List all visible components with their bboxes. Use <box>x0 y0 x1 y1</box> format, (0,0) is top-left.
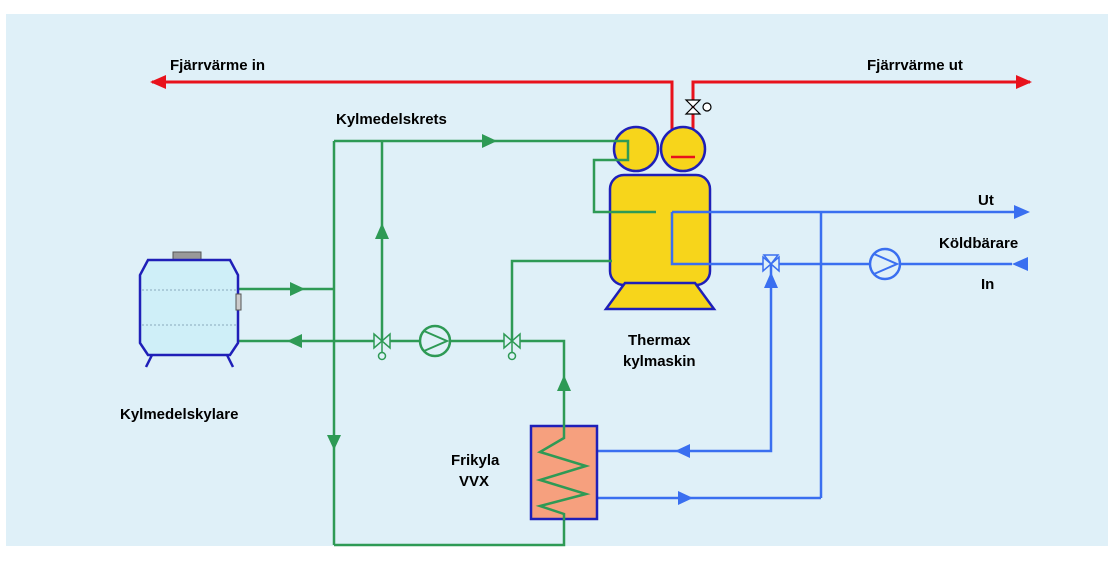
label-brine: Köldbärare <box>939 235 1018 252</box>
brine-arrow-out <box>1014 205 1030 219</box>
chiller-body <box>608 173 712 287</box>
label-chiller-line2: kylmaskin <box>623 353 696 370</box>
three-way-valve-icon <box>373 332 391 361</box>
heat-out-arrow <box>1016 75 1032 89</box>
heat-return-line <box>691 80 1030 135</box>
chiller-vessel-right <box>659 125 707 173</box>
label-district-heat-in: Fjärrvärme in <box>170 57 265 74</box>
coolant-cooler <box>138 251 242 368</box>
district-heat-lines <box>152 80 1030 135</box>
coolant-arrow-down <box>327 435 341 450</box>
coolant-pump-icon <box>418 324 452 358</box>
coolant-arrow-top <box>482 134 497 148</box>
heat-supply-line <box>152 80 674 133</box>
thermax-chiller <box>603 125 717 311</box>
brine-pump-icon <box>868 247 902 281</box>
label-chiller-line1: Thermax <box>628 332 691 349</box>
label-in: In <box>981 276 994 293</box>
label-cooler: Kylmedelskylare <box>120 406 238 423</box>
brine-arrow-in <box>1012 257 1028 271</box>
brine-arrow-hx-out <box>678 491 693 505</box>
label-district-heat-out: Fjärrvärme ut <box>867 57 963 74</box>
three-way-valve-icon <box>503 332 521 361</box>
label-coolant-circuit: Kylmedelskrets <box>336 111 447 128</box>
coolant-lines <box>237 139 656 547</box>
label-freecool-line1: Frikyla <box>451 452 500 469</box>
label-freecool-line2: VVX <box>459 473 489 490</box>
brine-three-way-valve-icon <box>762 254 780 273</box>
label-out: Ut <box>978 192 994 209</box>
coolant-arrow-out <box>287 334 302 348</box>
coolant-arrow-hx-up <box>557 375 571 391</box>
brine-arrow-hx-in <box>675 444 690 458</box>
brine-arrow-up <box>764 272 778 288</box>
brine-lines <box>597 210 1015 500</box>
heat-in-arrow <box>150 75 166 89</box>
chiller-base <box>603 281 717 311</box>
free-cooling-heat-exchanger <box>529 424 599 521</box>
coolant-arrow-in <box>290 282 305 296</box>
control-valve-icon <box>684 99 712 115</box>
chiller-vessel-left <box>612 125 660 173</box>
coolant-arrow-riser <box>375 223 389 239</box>
